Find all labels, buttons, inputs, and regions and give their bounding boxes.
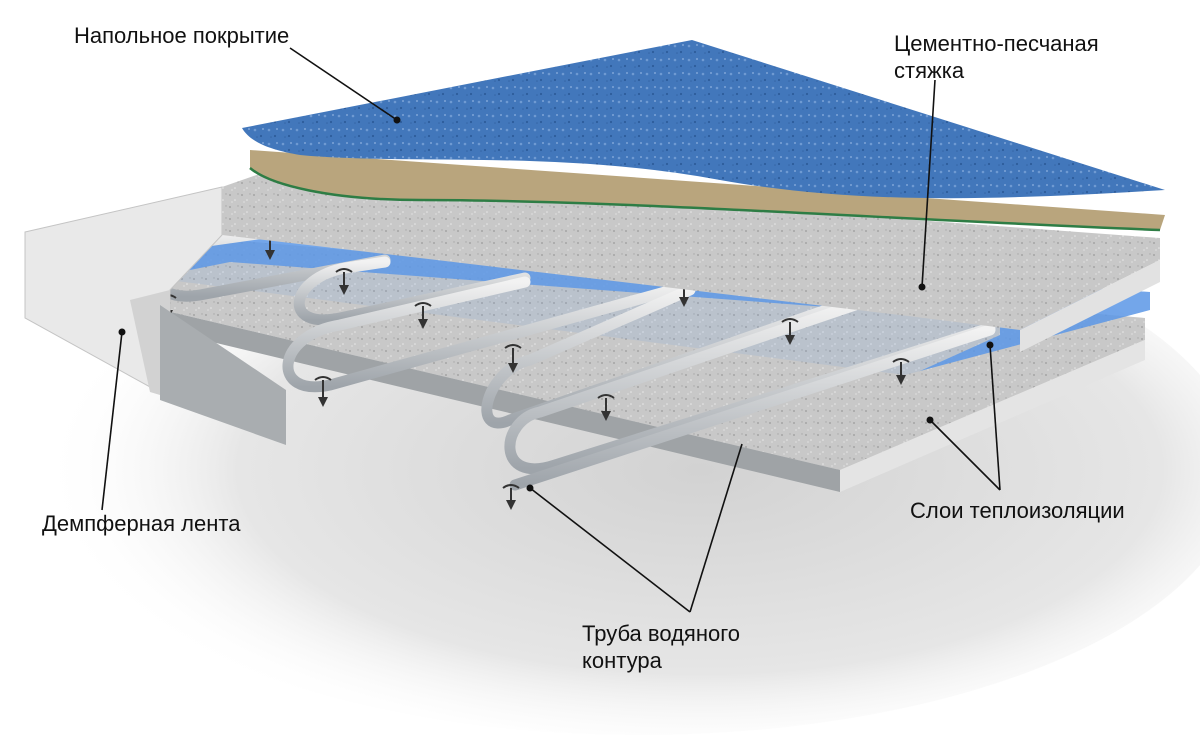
insulation-bottom-side xyxy=(840,340,1145,492)
label-screed-line1: Цементно-песчаная xyxy=(894,31,1099,56)
water-pipe xyxy=(149,226,996,491)
screed-top xyxy=(222,172,1160,330)
label-water-pipe: Труба водяного контура xyxy=(582,620,740,674)
screed-front xyxy=(1020,260,1160,352)
label-insulation-layers-text: Слои теплоизоляции xyxy=(910,498,1125,523)
label-damper-tape: Демпферная лента xyxy=(42,510,240,537)
underlay-layer xyxy=(250,150,1165,230)
label-pipe-line2: контура xyxy=(582,648,662,673)
lower-slab-left xyxy=(160,305,286,445)
floor-covering xyxy=(242,40,1165,199)
label-pipe-line1: Труба водяного xyxy=(582,621,740,646)
label-floor-covering: Напольное покрытие xyxy=(74,22,289,49)
leader-dots xyxy=(118,116,994,492)
leader-lines xyxy=(101,47,1001,613)
label-screed-line2: стяжка xyxy=(894,58,965,83)
label-floor-covering-text: Напольное покрытие xyxy=(74,23,290,48)
label-screed: Цементно-песчаная стяжка xyxy=(894,30,1099,84)
label-insulation-layers: Слои теплоизоляции xyxy=(910,497,1125,524)
green-edge xyxy=(249,167,1161,232)
label-damper-tape-text: Демпферная лента xyxy=(42,511,241,536)
